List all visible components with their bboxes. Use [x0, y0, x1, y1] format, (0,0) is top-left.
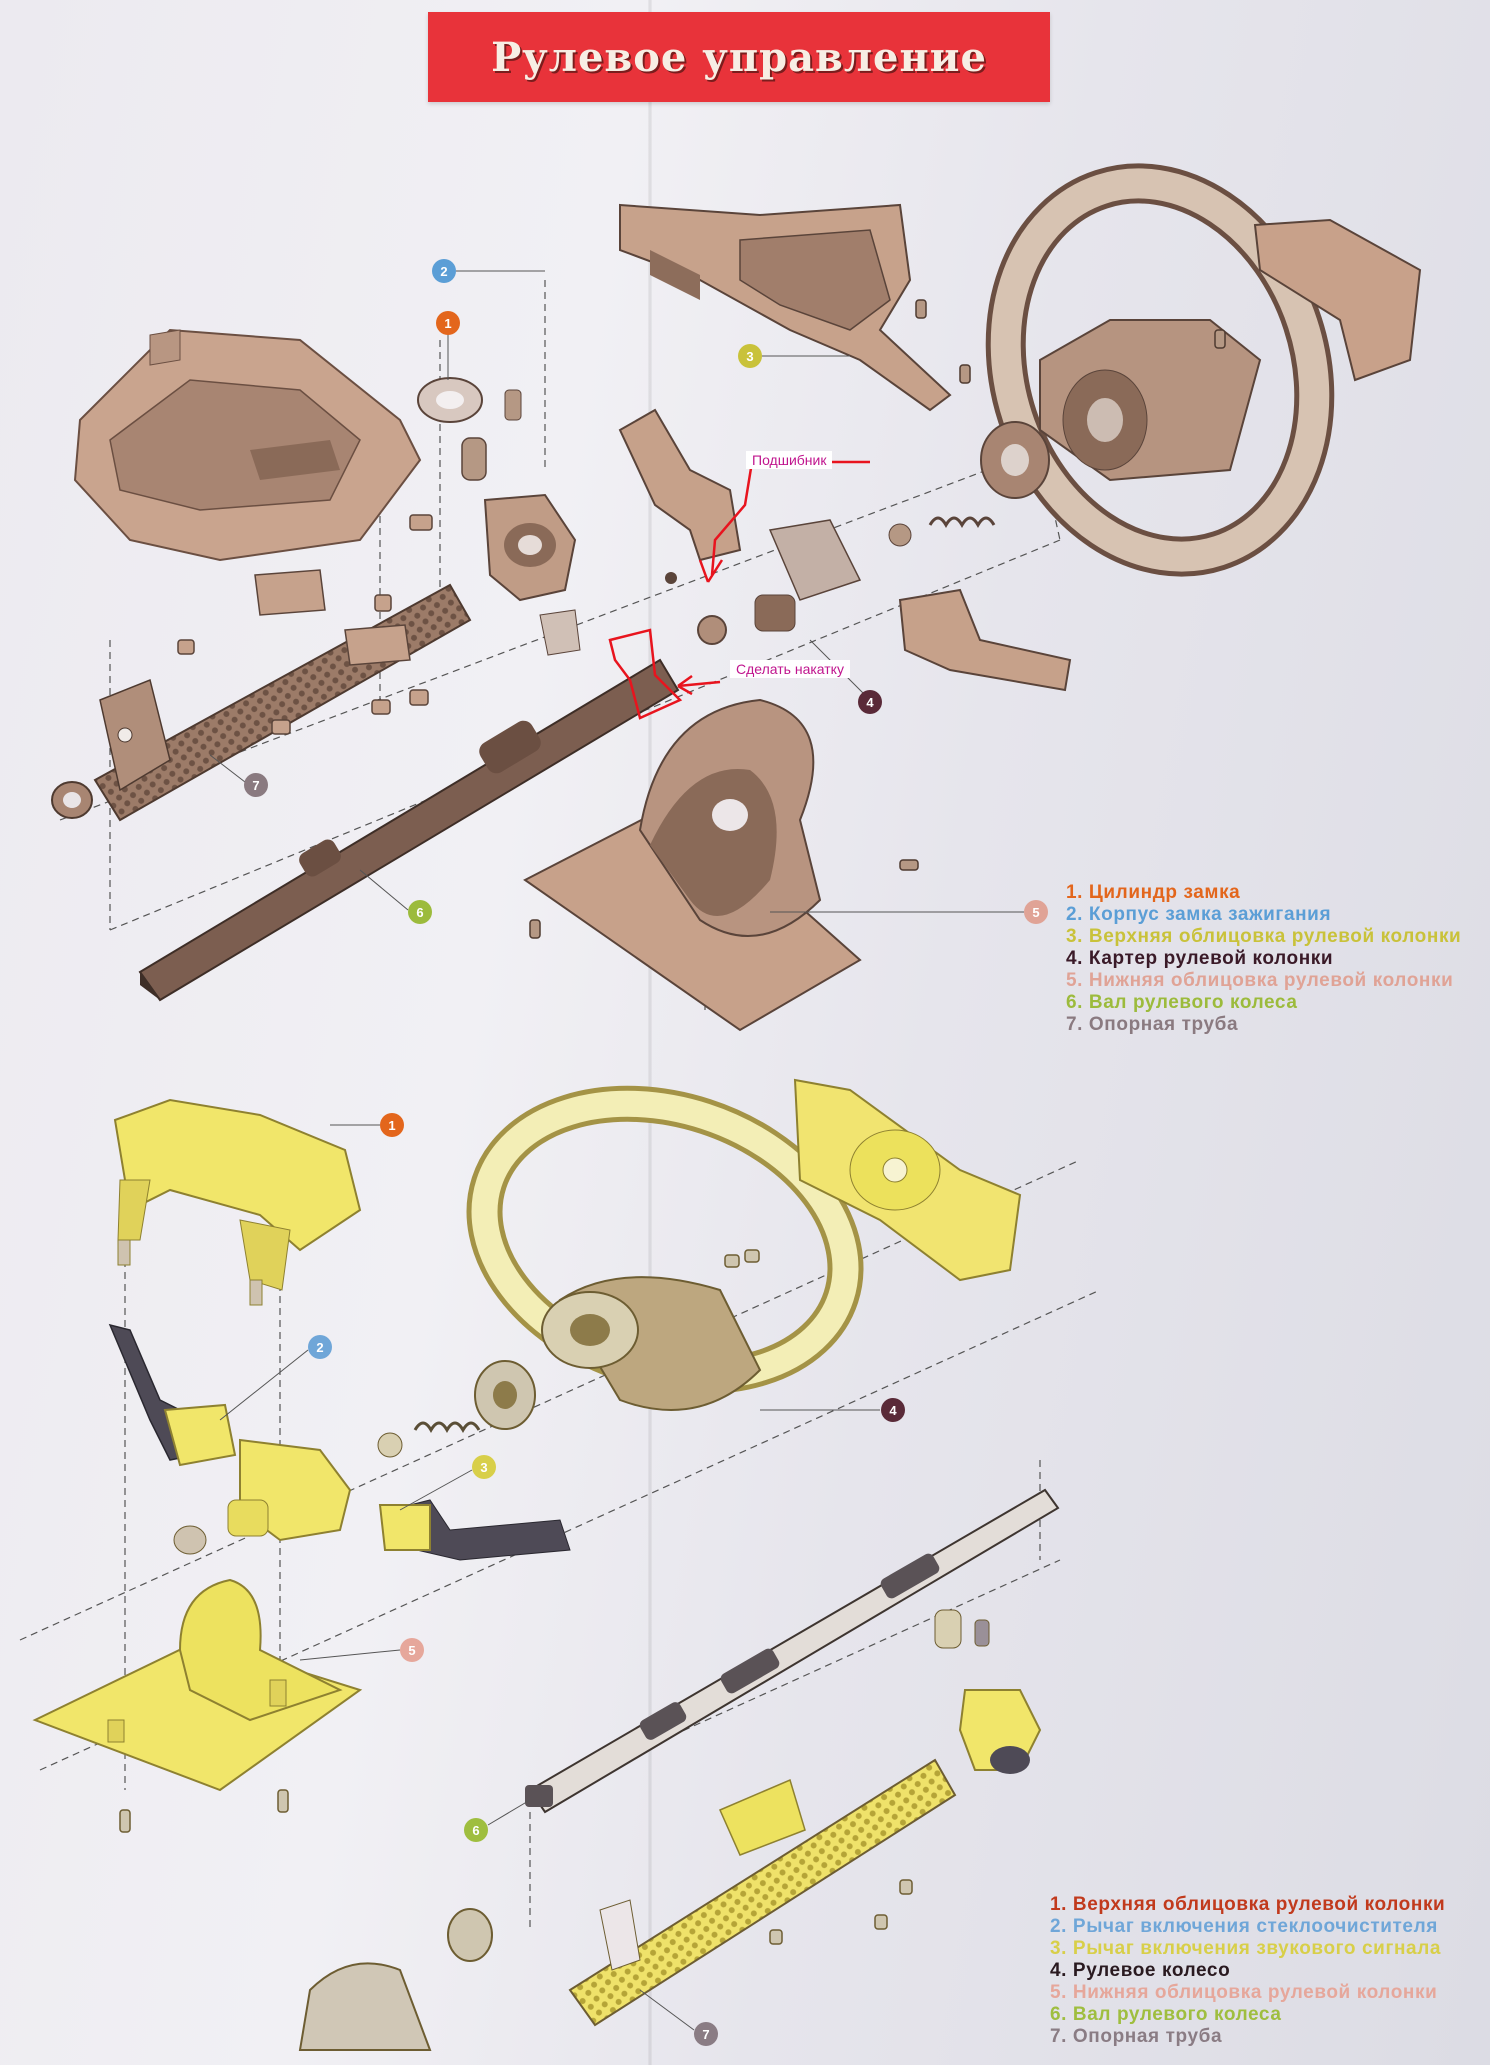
- spring-and-hub-bottom: [377, 1360, 536, 1458]
- knurl-annotation: Сделать накатку: [730, 660, 850, 678]
- callout-bottom-6: 6: [464, 1799, 531, 1842]
- switch-levers-top: [618, 408, 1072, 692]
- callout-top-3-label: 3: [746, 349, 753, 364]
- callout-bottom-3-label: 3: [480, 1460, 487, 1475]
- page-title: Рулевое управление: [491, 33, 987, 81]
- steering-wheel-top-part: [985, 163, 1335, 577]
- knurl-arrow-line: [677, 680, 721, 688]
- legend-bottom-item-6: 6. Вал рулевого колеса: [1050, 2004, 1282, 2025]
- ignition-lock-bottom-part: [934, 1609, 1042, 1774]
- callout-top-5-label: 5: [1032, 905, 1039, 920]
- callout-bottom-5-label: 5: [408, 1643, 415, 1658]
- legend-top-item-5: 5. Нижняя облицовка рулевой колонки: [1066, 970, 1454, 991]
- callout-top-4-label: 4: [866, 695, 874, 710]
- upper-shroud-part: [619, 203, 952, 412]
- callout-bottom-5: 5: [299, 1638, 424, 1662]
- callout-top-5: 5: [770, 900, 1048, 924]
- steering-shaft-bottom-part: [525, 1488, 1060, 1814]
- legend-bottom: 1. Верхняя облицовка рулевой колонки 2. …: [1050, 1894, 1445, 2048]
- callout-bottom-4: 4: [760, 1398, 905, 1422]
- screws-bottom: [119, 1249, 913, 1945]
- top-diagram: 1 2 3 4 5: [51, 163, 1422, 1032]
- lower-shroud-top-part: [523, 698, 862, 1032]
- callout-top-1: 1: [436, 311, 460, 380]
- spring-and-hub-top: [665, 421, 1050, 645]
- legend-top-item-3: 3. Верхняя облицовка рулевой колонки: [1066, 926, 1462, 947]
- callout-top-3: 3: [738, 344, 850, 368]
- knurl-area-outline: [608, 628, 683, 720]
- legend-bottom-item-4: 4. Рулевое колесо: [1050, 1960, 1231, 1981]
- callout-bottom-7: 7: [639, 1989, 718, 2046]
- bearing-annotation: Подшибник: [746, 451, 833, 469]
- legend-top-item-7: 7. Опорная труба: [1066, 1014, 1239, 1035]
- page-fold: [648, 0, 652, 2065]
- screws-top: [529, 299, 1226, 939]
- legend-bottom-item-5: 5. Нижняя облицовка рулевой колонки: [1050, 1982, 1438, 2003]
- callout-top-6: 6: [359, 869, 432, 924]
- upper-shroud-bottom-part: [113, 1098, 362, 1306]
- knurl-arrowhead-icon: [677, 674, 693, 696]
- wiper-lever-part: [108, 1323, 237, 1467]
- horn-pad-part: [1253, 218, 1422, 382]
- switch-assembly-bottom: [173, 1438, 571, 1561]
- callout-bottom-6-label: 6: [472, 1823, 479, 1838]
- callout-bottom-2-label: 2: [316, 1340, 323, 1355]
- steering-wheel-bottom-part: [466, 1085, 864, 1411]
- callout-bottom-1-label: 1: [388, 1118, 395, 1133]
- callouts-bottom: 1 2 3 4 5: [219, 1113, 905, 2046]
- callout-bottom-7-label: 7: [702, 2027, 709, 2042]
- legend-top: 1. Цилиндр замка 2. Корпус замка зажиган…: [1066, 882, 1461, 1036]
- support-tube-bottom-part: [298, 1758, 957, 2051]
- callout-top-7: 7: [209, 754, 268, 797]
- legend-bottom-item-2: 2. Рычаг включения стеклоочистителя: [1050, 1916, 1438, 1937]
- legend-top-item-6: 6. Вал рулевого колеса: [1066, 992, 1298, 1013]
- column-housing-part: [73, 328, 422, 562]
- callout-top-1-label: 1: [444, 316, 451, 331]
- tube-brackets: [177, 514, 433, 735]
- callout-top-7-label: 7: [252, 778, 259, 793]
- legend-top-item-1: 1. Цилиндр замка: [1066, 882, 1241, 903]
- callout-top-2: 2: [432, 259, 545, 283]
- bottom-diagram: 1 2 3 4 5: [19, 1078, 1101, 2051]
- legend-bottom-item-3: 3. Рычаг включения звукового сигнала: [1050, 1938, 1442, 1959]
- callout-bottom-4-label: 4: [889, 1403, 897, 1418]
- callout-bottom-2: 2: [219, 1335, 332, 1421]
- legend-top-item-2: 2. Корпус замка зажигания: [1066, 904, 1332, 925]
- steering-shaft-top-part: [138, 658, 680, 1002]
- lower-shroud-bottom-part: [32, 1578, 363, 1792]
- legend-top-item-4: 4. Картер рулевой колонки: [1066, 948, 1334, 969]
- ignition-lock-part: [417, 377, 581, 656]
- legend-bottom-item-7: 7. Опорная труба: [1050, 2026, 1223, 2047]
- callout-top-2-label: 2: [440, 264, 447, 279]
- horn-pad-bottom-part: [793, 1078, 1022, 1282]
- callout-bottom-3: 3: [399, 1455, 496, 1511]
- legend-bottom-item-1: 1. Верхняя облицовка рулевой колонки: [1050, 1894, 1446, 1915]
- title-banner: Рулевое управление: [428, 12, 1050, 102]
- callout-top-6-label: 6: [416, 905, 423, 920]
- callout-bottom-1: 1: [330, 1113, 404, 1137]
- bearing-arrowhead-icon: [698, 559, 724, 583]
- callouts-top: 1 2 3 4 5: [209, 259, 1048, 924]
